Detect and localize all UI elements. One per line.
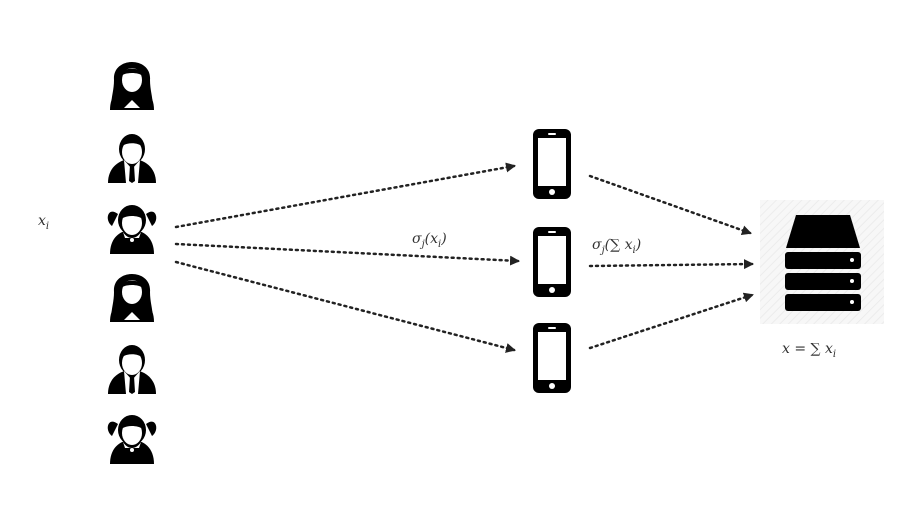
partial-sum-label: σj(∑ xi) (592, 237, 642, 256)
total-sum-label: x = ∑ xi (782, 341, 837, 360)
arrow-user-to-phone-2 (174, 242, 520, 266)
server-icon (760, 200, 884, 324)
smartphone-icon (533, 323, 571, 393)
person-girl-icon (107, 415, 157, 464)
person-female-icon (110, 274, 154, 322)
arrow-phone-to-server-2 (588, 259, 754, 270)
person-female-icon (110, 62, 154, 110)
share-label: σj(xi) (412, 231, 447, 250)
person-male-icon (108, 134, 156, 183)
person-male-icon (108, 345, 156, 394)
arrow-phone-to-server-3 (588, 292, 754, 350)
arrow-user-to-phone-1 (174, 162, 516, 229)
arrow-phone-to-server-1 (588, 174, 752, 236)
smartphone-icon (533, 129, 571, 199)
arrow-user-to-phone-3 (174, 260, 516, 353)
person-girl-icon (107, 205, 157, 254)
user-value-label: xi (38, 213, 50, 232)
smartphone-icon (533, 227, 571, 297)
